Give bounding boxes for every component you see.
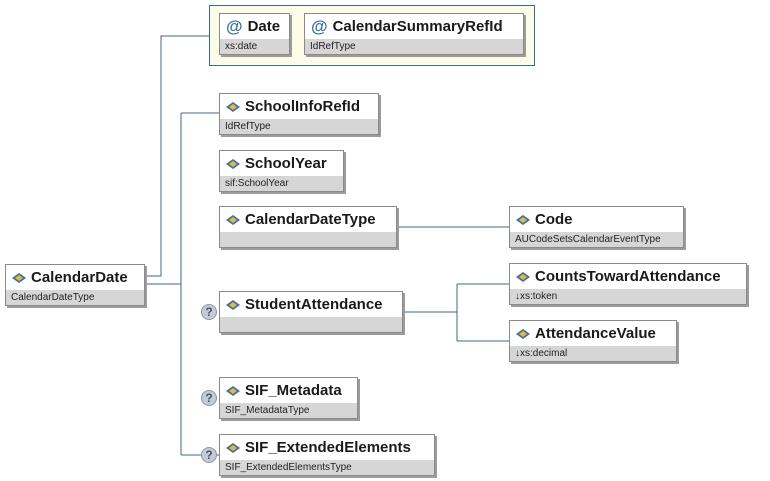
element-type: CalendarDateType [6, 290, 144, 305]
element-name: SIF_Metadata [245, 382, 342, 399]
optional-icon: ? [201, 390, 217, 406]
element-type: AUCodeSetsCalendarEventType [510, 232, 683, 247]
attribute-date[interactable]: @ Date xs:date [219, 13, 290, 55]
element-name: SchoolYear [245, 155, 327, 172]
element-name: AttendanceValue [535, 325, 656, 342]
element-name: CalendarDate [31, 269, 128, 286]
element-type [220, 232, 396, 247]
element-calendardatetype[interactable]: CalendarDateType [219, 206, 397, 248]
element-icon [516, 214, 530, 225]
element-sif-metadata[interactable]: SIF_Metadata SIF_MetadataType [219, 377, 358, 419]
element-type: SIF_MetadataType [220, 403, 357, 418]
element-icon [226, 158, 240, 169]
element-type: ↓xs:token [510, 289, 746, 304]
element-icon [226, 101, 240, 112]
element-countstowardattendance[interactable]: CountsTowardAttendance ↓xs:token [509, 263, 747, 305]
element-type: SIF_ExtendedElementsType [220, 460, 434, 475]
attribute-calendarsummaryrefid[interactable]: @ CalendarSummaryRefId IdRefType [304, 13, 524, 55]
element-icon [226, 385, 240, 396]
attribute-name: Date [247, 18, 281, 35]
element-name: StudentAttendance [245, 296, 383, 313]
element-studentattendance[interactable]: StudentAttendance [219, 291, 403, 333]
element-name: SchoolInfoRefId [245, 98, 360, 115]
element-name: SIF_ExtendedElements [245, 439, 411, 456]
element-icon [516, 271, 530, 282]
element-code[interactable]: Code AUCodeSetsCalendarEventType [509, 206, 684, 248]
element-icon [12, 272, 26, 283]
attribute-icon: @ [226, 17, 243, 36]
element-icon [226, 442, 240, 453]
attribute-type: xs:date [220, 39, 289, 54]
element-calendardate[interactable]: CalendarDate CalendarDateType [5, 264, 145, 306]
element-name: CountsTowardAttendance [535, 268, 721, 285]
attribute-name: CalendarSummaryRefId [332, 18, 503, 35]
element-schoolinforefid[interactable]: SchoolInfoRefId IdRefType [219, 93, 379, 135]
root-to-attributes-link [145, 35, 209, 277]
optional-icon: ? [201, 304, 217, 320]
element-type: sif:SchoolYear [220, 176, 343, 191]
element-attendancevalue[interactable]: AttendanceValue ↓xs:decimal [509, 320, 677, 362]
element-type: IdRefType [220, 119, 378, 134]
attribute-type: IdRefType [305, 39, 523, 54]
attribute-icon: @ [311, 17, 328, 36]
element-name: Code [535, 211, 573, 228]
element-type: ↓xs:decimal [510, 346, 676, 361]
element-icon [516, 328, 530, 339]
element-icon [226, 299, 240, 310]
optional-icon: ? [201, 447, 217, 463]
element-sif-extendedelements[interactable]: SIF_ExtendedElements SIF_ExtendedElement… [219, 434, 435, 476]
element-icon [226, 214, 240, 225]
element-type [220, 317, 402, 332]
element-schoolyear[interactable]: SchoolYear sif:SchoolYear [219, 150, 344, 192]
element-name: CalendarDateType [245, 211, 376, 228]
studentattendance-to-children-link [403, 283, 509, 342]
